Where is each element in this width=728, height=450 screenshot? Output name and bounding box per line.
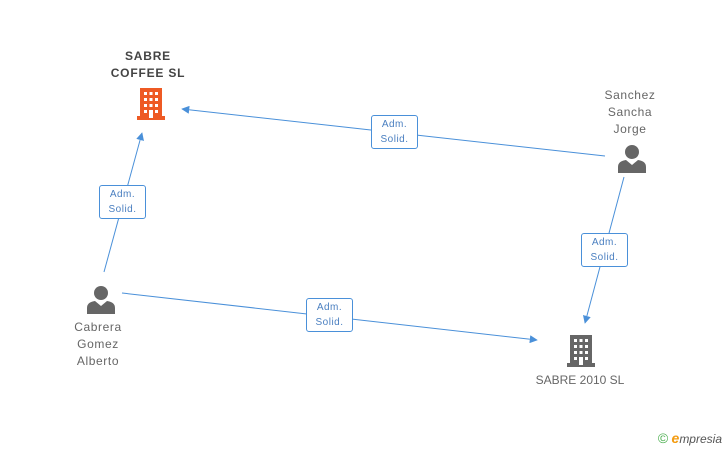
empresia-logo: © empresia (658, 430, 722, 446)
person-icon[interactable] (86, 284, 116, 314)
person-icon[interactable] (617, 143, 647, 173)
building-icon[interactable] (566, 333, 596, 367)
node-label-cabrera: Cabrera Gomez Alberto (74, 320, 122, 368)
edge-label-sanchez-to-coffee[interactable]: Adm. Solid. (371, 115, 418, 149)
edge-label-cabrera-to-2010[interactable]: Adm. Solid. (306, 298, 353, 332)
copyright-symbol: © (657, 430, 669, 446)
edge-label-cabrera-to-coffee[interactable]: Adm. Solid. (99, 185, 146, 219)
brand-initial: e (671, 430, 680, 446)
brand-name: mpresia (679, 432, 722, 446)
node-label-sanchez: Sanchez Sancha Jorge (604, 88, 656, 136)
building-icon[interactable] (136, 86, 166, 120)
edge-label-sanchez-to-2010[interactable]: Adm. Solid. (581, 233, 628, 267)
node-label-sabre-coffee: SABRE COFFEE SL (110, 49, 186, 80)
node-label-sabre-2010: SABRE 2010 SL (535, 373, 625, 387)
